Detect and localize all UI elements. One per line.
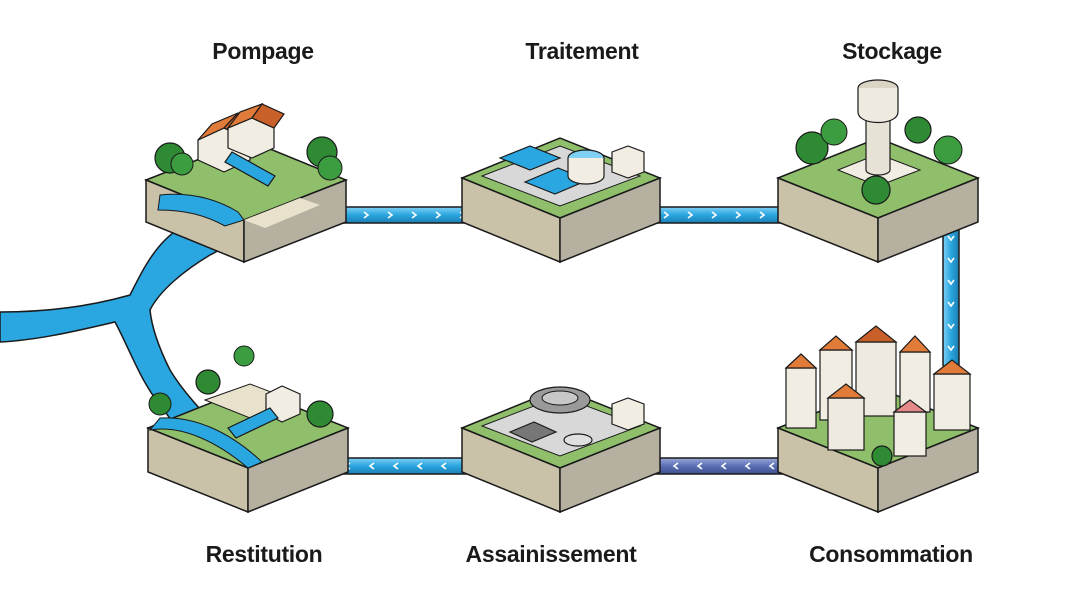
pumping-station-icon: [143, 102, 349, 264]
tile-traitement: [460, 137, 663, 264]
flow-arrow: [947, 323, 955, 330]
flow-arrow: [368, 462, 375, 470]
outfall-station-icon: [145, 345, 351, 514]
flow-arrow: [947, 235, 955, 242]
flow-arrow: [696, 462, 703, 470]
flow-arrow: [744, 462, 751, 470]
flow-arrow: [687, 211, 694, 219]
flow-arrow: [387, 211, 394, 219]
flow-arrow: [416, 462, 423, 470]
flow-arrow: [735, 211, 742, 219]
flow-arrow: [672, 462, 679, 470]
flow-arrow: [759, 211, 766, 219]
flow-arrow: [711, 211, 718, 219]
flow-arrow: [663, 211, 670, 219]
tile-stockage: [775, 79, 981, 264]
flow-arrow: [440, 462, 447, 470]
flow-arrow: [363, 211, 370, 219]
label-restitution: Restitution: [205, 541, 323, 567]
tile-assainissement: [460, 386, 663, 514]
flow-arrow: [435, 211, 442, 219]
label-traitement: Traitement: [525, 38, 639, 64]
treatment-plant-icon: [460, 137, 663, 264]
flow-arrow: [947, 257, 955, 264]
wastewater-plant-icon: [460, 386, 663, 514]
flow-arrow: [768, 462, 775, 470]
label-pompage: Pompage: [212, 38, 314, 64]
flow-arrow: [392, 462, 399, 470]
flow-arrow: [947, 279, 955, 286]
tile-restitution: [145, 345, 351, 514]
flow-arrow: [947, 345, 955, 352]
tile-consommation: [775, 325, 981, 514]
water-tower-icon: [775, 79, 981, 264]
town-icon: [775, 325, 981, 514]
label-assainissement: Assainissement: [465, 541, 637, 567]
flow-arrow: [720, 462, 727, 470]
label-stockage: Stockage: [842, 38, 942, 64]
flow-arrow: [947, 301, 955, 308]
flow-arrow: [411, 211, 418, 219]
tile-pompage: [143, 102, 349, 264]
label-consommation: Consommation: [809, 541, 973, 567]
